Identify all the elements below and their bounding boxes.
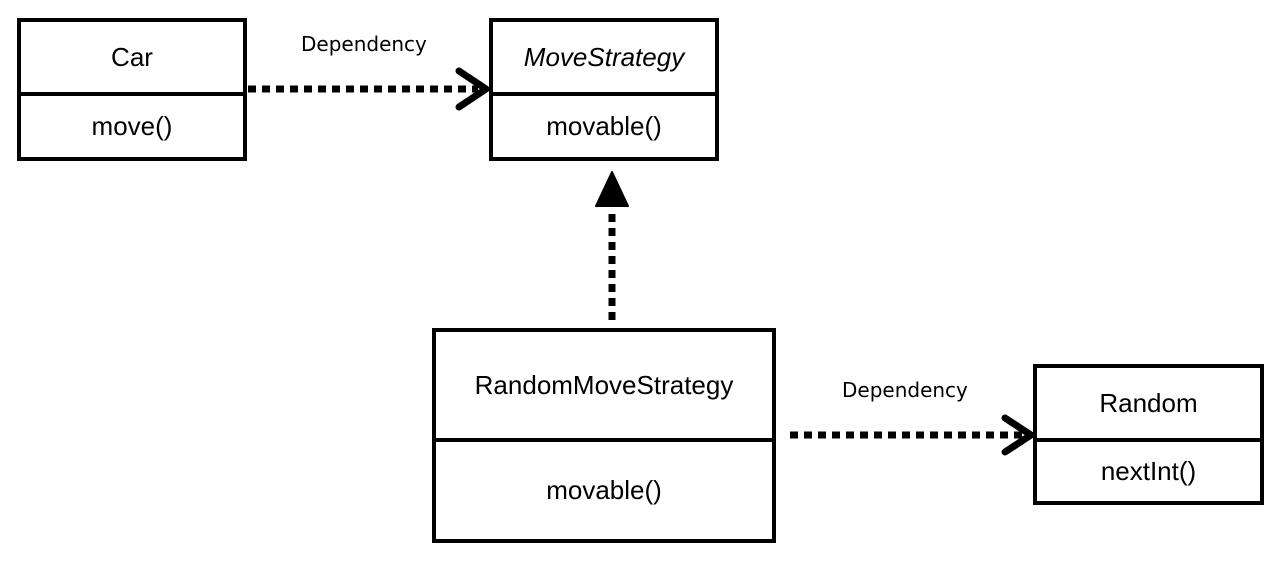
realization-randommovestrategy-to-movestrategy <box>595 171 629 320</box>
filled-arrowhead <box>595 171 629 207</box>
class-name: Random <box>1037 368 1260 442</box>
dependency-randommovestrategy-to-random <box>790 414 1035 456</box>
dependency-label-randommovestrategy-random: Dependency <box>842 378 968 402</box>
class-method: move() <box>91 111 173 141</box>
class-randommovestrategy[interactable]: RandomMoveStrategy movable() <box>432 328 776 543</box>
open-arrowhead <box>455 67 490 111</box>
class-name: Car <box>21 22 243 96</box>
class-method: movable() <box>546 475 662 505</box>
dependency-label-car-movestrategy: Dependency <box>301 32 427 56</box>
class-name: MoveStrategy <box>493 22 715 96</box>
dependency-car-to-movestrategy <box>248 67 490 111</box>
open-arrowhead <box>1001 414 1035 456</box>
class-name: RandomMoveStrategy <box>436 332 772 442</box>
class-method: nextInt() <box>1100 456 1197 486</box>
class-car[interactable]: Car move() <box>17 18 247 161</box>
class-method: movable() <box>546 111 662 141</box>
class-random[interactable]: Random nextInt() <box>1033 364 1264 505</box>
class-movestrategy[interactable]: MoveStrategy movable() <box>489 18 719 161</box>
